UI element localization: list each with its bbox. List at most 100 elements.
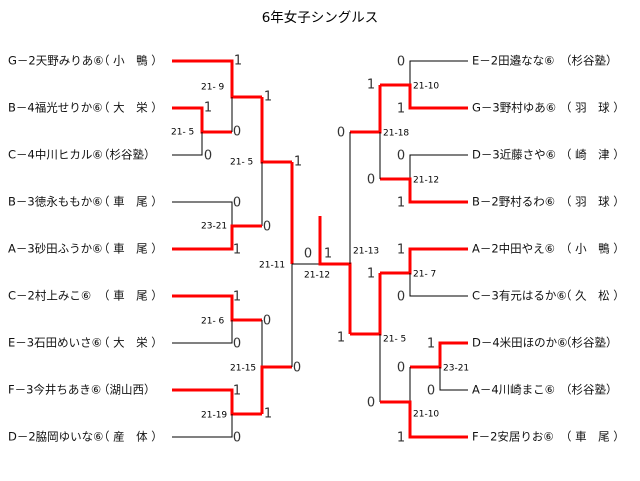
player-result: 0: [233, 196, 241, 211]
player-team: （ 久 松 ）: [560, 289, 625, 303]
player-name: C－2村上みこ⑥: [8, 289, 91, 303]
match-result: 1: [264, 407, 272, 422]
match-score: 21- 5: [230, 158, 253, 168]
match-result: 1: [337, 331, 345, 346]
match-score: 21- 5: [171, 128, 194, 138]
player-team: （杉谷塾）: [560, 54, 618, 68]
match-result: 0: [397, 361, 405, 376]
player-name: G－3野村ゆあ⑥: [472, 101, 556, 115]
player-team: （ 産 体 ）: [98, 430, 163, 444]
player-team: （ 大 栄 ）: [98, 336, 163, 350]
player-team: （湖山西）: [98, 383, 156, 397]
player-result: 1: [397, 102, 405, 117]
player-team: （ 大 栄 ）: [98, 101, 163, 115]
player-name: A－4川崎まこ⑥: [472, 383, 555, 397]
player-name: A－2中田やえ⑥: [472, 242, 555, 256]
match-score: 21- 6: [201, 317, 225, 327]
player-name: F－2安居りお⑥: [472, 430, 554, 444]
player-entry: C－2村上みこ⑥ （ 車 尾 ） 1: [8, 289, 241, 305]
match-score: 21-11: [259, 261, 285, 271]
match-score: 21-13: [353, 247, 379, 257]
final-right-result: 1: [324, 247, 332, 262]
player-result: 1: [427, 337, 435, 352]
player-name: E－3石田めいさ⑥: [8, 336, 102, 350]
right-bracket-lines: [349, 60, 468, 439]
player-result: 1: [397, 431, 405, 446]
player-entry: 0 E－2田邉なな⑥ （杉谷塾）: [397, 54, 618, 70]
match-score: 21-12: [413, 176, 439, 186]
player-result: 1: [233, 243, 241, 258]
player-entry: B－4福光せりか⑥（ 大 栄 ） 1: [8, 101, 212, 116]
match-result: 0: [367, 173, 375, 188]
player-name: C－3有元はるか⑥: [472, 289, 567, 303]
right-matches: 21-10 1 21-12 0 21-18 0 21- 7 1 23-21 0 …: [337, 78, 469, 420]
player-entry: 1 A－2中田やえ⑥ （ 小 鴨 ）: [397, 242, 625, 258]
player-result: 1: [397, 243, 405, 258]
match-result: 1: [367, 78, 375, 93]
player-result: 0: [397, 149, 405, 164]
match-score: 21-18: [383, 129, 409, 139]
player-name: E－2田邉なな⑥: [472, 54, 554, 68]
match-score: 21-19: [201, 411, 227, 421]
player-team: （ 羽 球 ）: [560, 195, 625, 209]
player-team: （杉谷塾）: [560, 383, 618, 397]
match-result: 0: [293, 361, 301, 376]
player-name: B－4福光せりか⑥: [8, 101, 103, 115]
player-name: B－3徳永ももか⑥: [8, 195, 103, 209]
player-name: F－3今井ちあき⑥: [8, 383, 101, 397]
final-left-result: 0: [304, 247, 312, 262]
player-entry: E－3石田めいさ⑥（ 大 栄 ）0: [8, 336, 241, 352]
player-entry: 1 B－2野村るわ⑥ （ 羽 球 ）: [397, 195, 625, 211]
player-entry: F－3今井ちあき⑥（湖山西） 1: [8, 383, 241, 399]
player-team: （杉谷塾）: [98, 148, 156, 162]
player-name: D－2脇岡ゆいな⑥: [8, 430, 103, 444]
match-result: 1: [264, 90, 272, 105]
player-team: （ 車 尾 ）: [98, 242, 163, 256]
player-team: （ 小 鴨 ）: [560, 242, 625, 256]
player-entry: 0 D－3近藤さや⑥ （ 崎 津 ）: [397, 148, 625, 164]
player-result: 1: [233, 290, 241, 305]
left-matches: 21- 5 0 21- 9 1 23-21 0 21- 6 0 21-19 1 …: [171, 83, 302, 422]
player-entry: 1 G－3野村ゆあ⑥ （ 羽 球 ）: [397, 101, 625, 117]
player-entry: 0 C－3有元はるか⑥（ 久 松 ）: [397, 289, 625, 305]
player-result: 1: [397, 196, 405, 211]
match-result: 1: [367, 267, 375, 282]
player-result: 1: [234, 54, 242, 69]
player-team: （ 車 尾 ）: [98, 289, 163, 303]
player-team: （ 小 鴨 ）: [98, 54, 163, 68]
player-team: （ 崎 津 ）: [560, 148, 625, 162]
left-players: G－2天野みりあ⑥（ 小 鴨 ）1 B－4福光せりか⑥（ 大 栄 ）1 C－4中…: [8, 54, 242, 446]
match-score: 23-21: [443, 364, 469, 374]
match-score: 21- 5: [383, 335, 406, 345]
match-score: 23-21: [201, 222, 227, 232]
player-result: 1: [204, 101, 212, 116]
player-team: （ 羽 球 ）: [560, 101, 625, 115]
bracket-title: 6年女子シングルス: [262, 9, 379, 26]
player-entry: G－2天野みりあ⑥（ 小 鴨 ）1: [8, 54, 242, 69]
player-entry: A－3砂田ふうか⑥（ 車 尾 ）1: [8, 242, 241, 258]
match-result: 0: [337, 126, 345, 141]
final-match: 0 1 21-12: [304, 247, 332, 281]
player-result: 0: [397, 55, 405, 70]
player-team: （ 車 尾 ）: [98, 195, 163, 209]
player-entry: C－4中川ヒカル⑥（杉谷塾）0: [8, 148, 212, 164]
player-result: 0: [397, 290, 405, 305]
match-score: 21-10: [413, 410, 439, 420]
match-result: 0: [367, 396, 375, 411]
player-name: D－3近藤さや⑥: [472, 148, 556, 162]
player-entry: 0 A－4川崎まこ⑥ （杉谷塾）: [427, 383, 618, 399]
player-entry: B－3徳永ももか⑥（ 車 尾 ） 0: [8, 195, 241, 211]
player-name: B－2野村るわ⑥: [472, 195, 555, 209]
match-score: 21- 9: [201, 83, 225, 93]
player-team: （杉谷塾）: [560, 336, 618, 350]
match-result: 0: [263, 220, 271, 235]
player-result: 0: [427, 384, 435, 399]
player-result: 1: [233, 384, 241, 399]
player-result: 0: [204, 149, 212, 164]
match-score: 21-10: [413, 82, 439, 92]
match-result: 0: [263, 314, 271, 329]
match-result: 1: [294, 155, 302, 170]
